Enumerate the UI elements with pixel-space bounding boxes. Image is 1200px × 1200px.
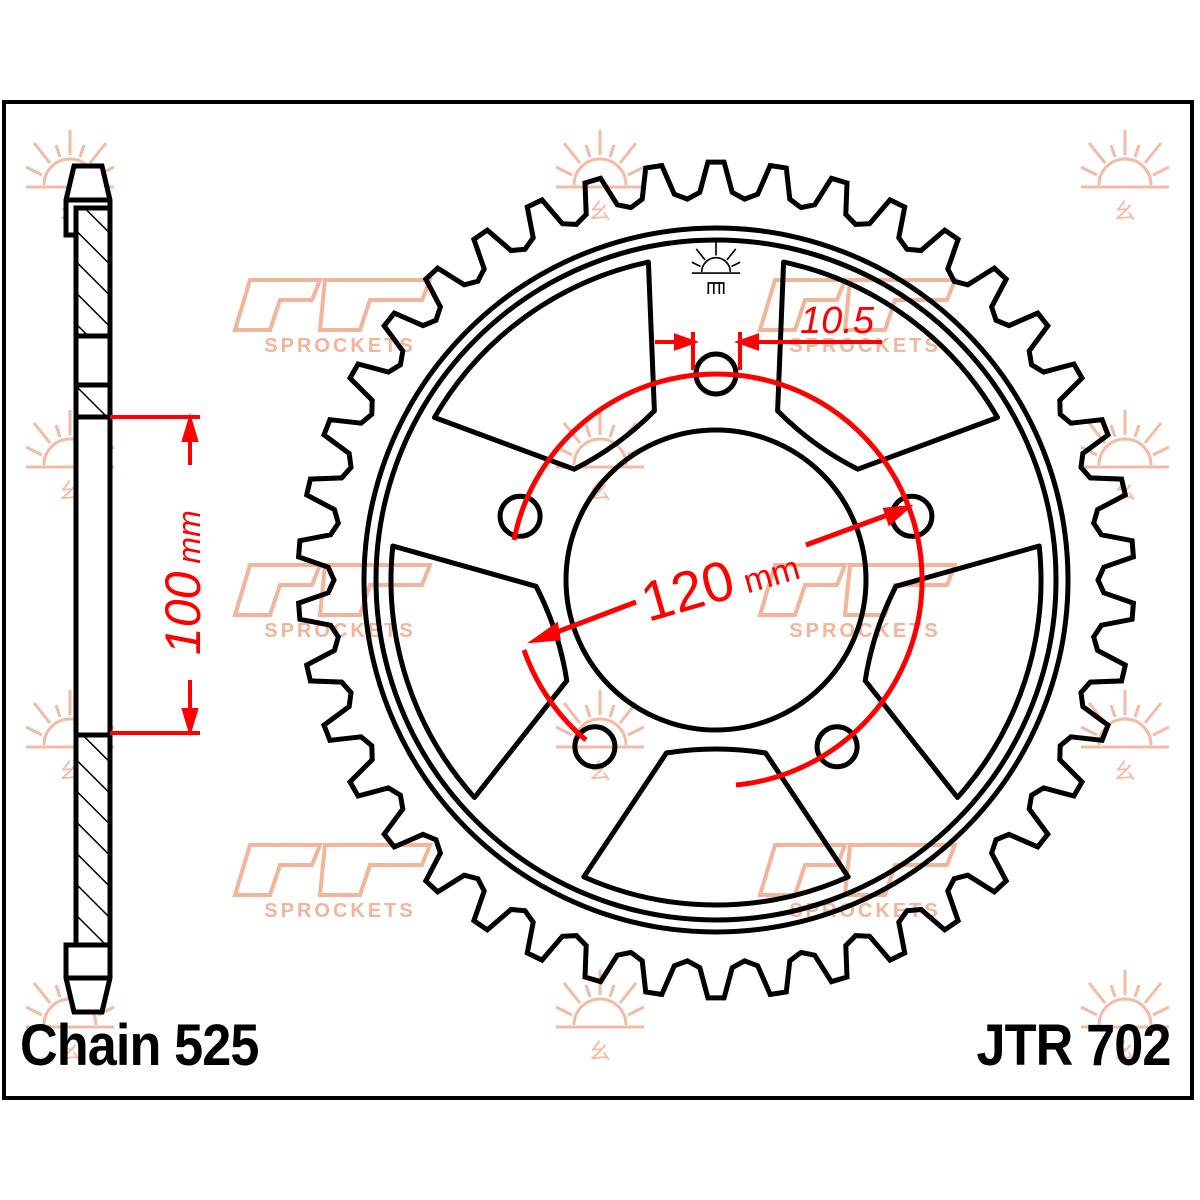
bolt-circle-dimension — [511, 371, 925, 788]
part-number-label: JTR 702 — [976, 1013, 1171, 1078]
center-bore — [563, 427, 869, 733]
lightening-pocket — [581, 746, 851, 908]
bolt-hole — [497, 493, 543, 539]
lightening-pocket — [775, 259, 1000, 472]
jt-logo-icon — [691, 241, 741, 295]
sprocket-face — [295, 159, 1137, 1001]
center-bore-label: 100mm — [155, 510, 211, 655]
bolt-hole — [572, 724, 618, 770]
bolt-hole — [814, 724, 860, 770]
lightening-pocket — [432, 259, 657, 472]
bolt-circle-label: 120mm — [634, 529, 805, 634]
side-profile — [63, 163, 113, 1015]
bolt-hole-label: 10.5 — [800, 300, 875, 342]
lightening-pocket — [862, 543, 1044, 800]
bolt-hole-dimension — [655, 332, 882, 370]
center-bore-dimension — [110, 413, 200, 737]
chain-size-label: Chain 525 — [20, 1013, 259, 1078]
watermark-jt-logos — [233, 278, 957, 924]
